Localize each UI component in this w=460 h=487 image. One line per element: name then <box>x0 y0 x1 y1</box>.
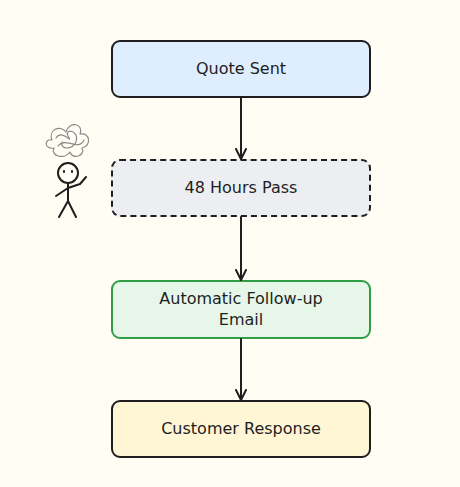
figure-body <box>67 183 69 201</box>
figure-eyes <box>64 171 72 172</box>
process-box: Quote Sent <box>111 40 371 98</box>
box-label: 48 Hours Pass <box>185 178 298 199</box>
figure-head <box>58 163 78 183</box>
confusion-scribble <box>46 125 88 157</box>
process-box: 48 Hours Pass <box>111 159 371 217</box>
box-label: Automatic Follow-up Email <box>145 289 337 331</box>
flow-arrow <box>240 217 242 280</box>
box-label: Quote Sent <box>196 59 286 80</box>
process-box: Customer Response <box>111 400 371 458</box>
confusion-scribble <box>56 131 84 148</box>
process-box: Automatic Follow-up Email <box>111 280 371 339</box>
figure-legs <box>59 201 76 217</box>
flow-arrow <box>240 339 242 400</box>
figure-arms <box>56 177 86 196</box>
flow-arrow <box>240 98 242 159</box>
box-label: Customer Response <box>161 419 321 440</box>
